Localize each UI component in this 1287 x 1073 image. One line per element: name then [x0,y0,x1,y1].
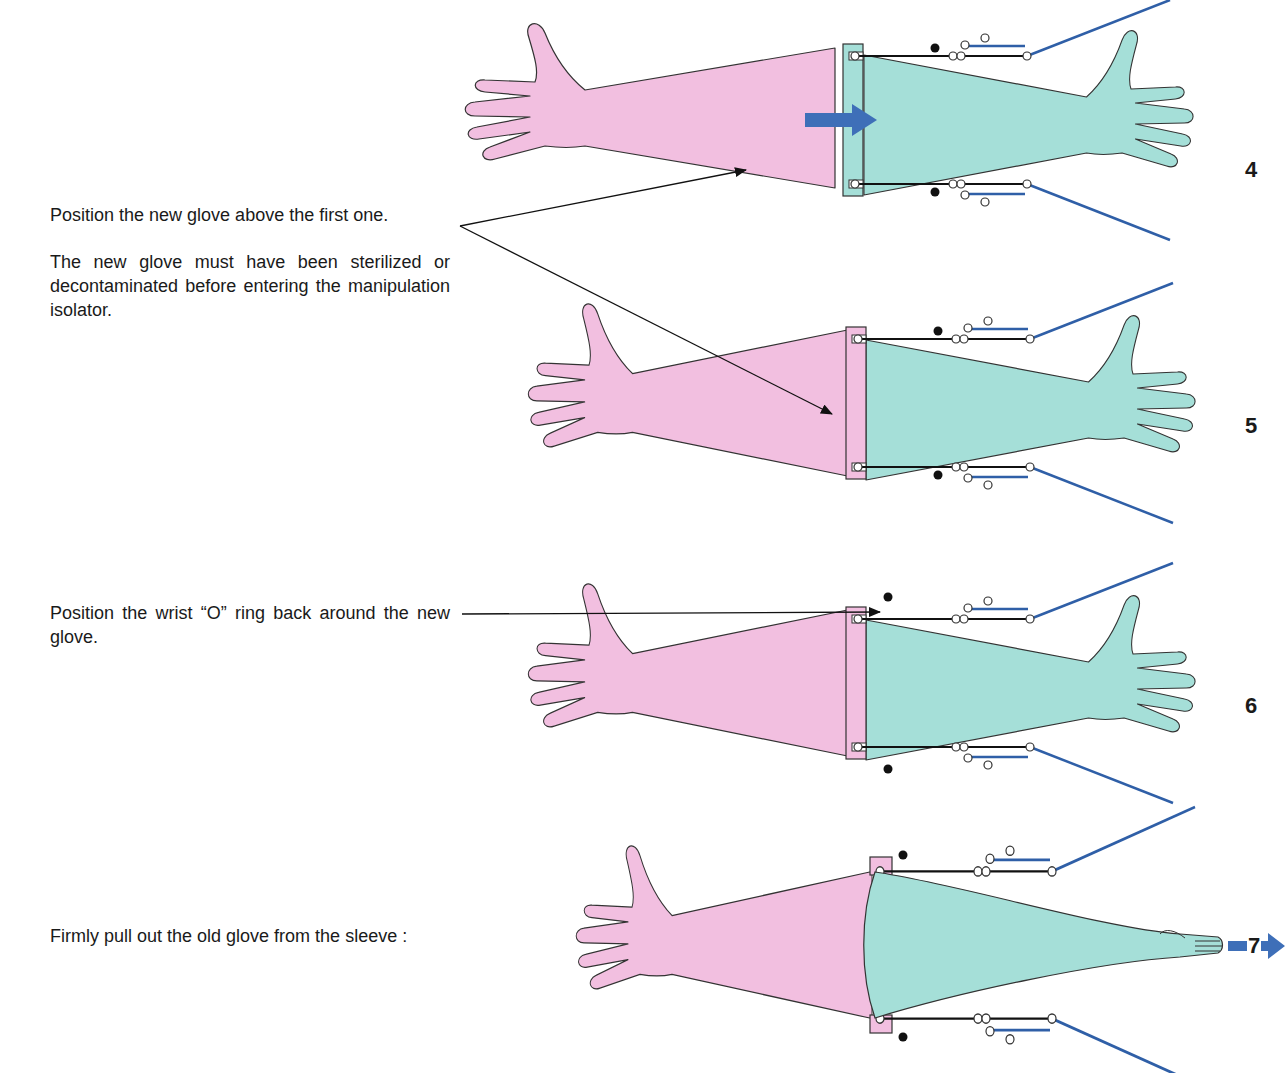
step-number: 7 [1247,933,1261,959]
instruction-text: Position the wrist “O” ring back around … [50,601,450,649]
step-number: 5 [1244,413,1258,439]
step-number: 4 [1244,157,1258,183]
step-5-figure [528,283,1195,523]
leader-lines [460,170,880,614]
step-7-figure [576,807,1285,1073]
instruction-text: Firmly pull out the old glove from the s… [50,924,450,948]
instruction-text: Position the new glove above the first o… [50,203,450,227]
step-6-figure [528,563,1195,803]
step-number: 6 [1244,693,1258,719]
instruction-text: The new glove must have been sterilized … [50,250,450,322]
